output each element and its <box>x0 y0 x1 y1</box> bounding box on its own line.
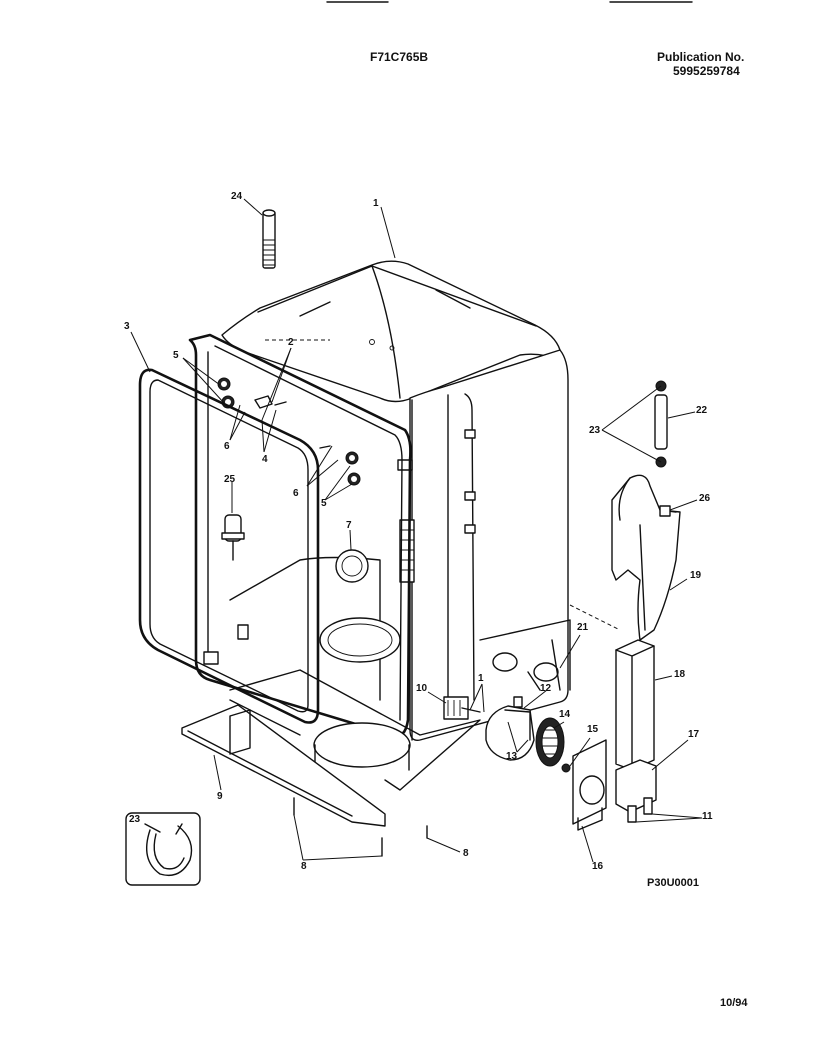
label-part-24: 24 <box>231 191 243 202</box>
label-part-1: 1 <box>373 198 379 209</box>
label-part-22: 22 <box>696 405 708 416</box>
label-part-9: 9 <box>217 791 223 802</box>
label-part-5b: 5 <box>321 498 327 509</box>
label-part-12: 12 <box>540 683 552 694</box>
publication-number: 5995259784 <box>673 64 740 78</box>
label-part-5a: 5 <box>173 350 179 361</box>
label-part-6b: 6 <box>293 488 299 499</box>
part-22-fitting <box>654 380 668 468</box>
label-part-25: 25 <box>224 474 236 485</box>
label-part-21: 21 <box>577 622 589 633</box>
label-part-3: 3 <box>124 321 130 332</box>
publication-label: Publication No. <box>657 50 745 64</box>
label-part-8a: 8 <box>301 861 307 872</box>
label-part-23-inset: 23 <box>129 814 141 825</box>
label-part-15: 15 <box>587 724 599 735</box>
part-15-washer <box>561 763 571 773</box>
part-23-clamp-inset <box>125 812 201 886</box>
label-part-6a: 6 <box>224 441 230 452</box>
label-part-10: 10 <box>416 683 428 694</box>
label-part-1b: 1 <box>478 673 484 684</box>
part-17-trap <box>615 759 657 823</box>
label-part-14: 14 <box>559 709 571 720</box>
part-3-gasket <box>138 368 320 724</box>
label-part-17: 17 <box>688 729 700 740</box>
part-24-rod <box>243 198 276 269</box>
label-part-2: 2 <box>288 337 294 348</box>
label-part-18: 18 <box>674 669 686 680</box>
part-19-hose <box>611 474 681 641</box>
part-26-plug <box>659 505 671 517</box>
label-part-13: 13 <box>506 751 518 762</box>
model-number: F71C765B <box>370 50 429 64</box>
diagram-code: P30U0001 <box>647 877 699 889</box>
part-14-impeller <box>535 717 565 767</box>
part-16-bracket <box>572 739 607 831</box>
label-part-19: 19 <box>690 570 702 581</box>
label-part-8b: 8 <box>463 848 469 859</box>
label-part-7: 7 <box>346 520 352 531</box>
publication-date: 10/94 <box>720 997 748 1009</box>
front-frame <box>188 333 412 771</box>
guide-lines <box>265 339 621 631</box>
label-part-4: 4 <box>262 454 268 465</box>
part-1-tub <box>221 260 571 741</box>
part-8-screws <box>293 797 461 861</box>
part-18-duct <box>615 639 655 771</box>
label-part-26: 26 <box>699 493 711 504</box>
leader-lines <box>130 206 703 863</box>
label-part-23: 23 <box>589 425 601 436</box>
label-part-11: 11 <box>702 811 713 822</box>
label-part-16: 16 <box>592 861 604 872</box>
part-9-kickplate <box>181 669 481 827</box>
part-10-pump-housing <box>443 696 481 720</box>
